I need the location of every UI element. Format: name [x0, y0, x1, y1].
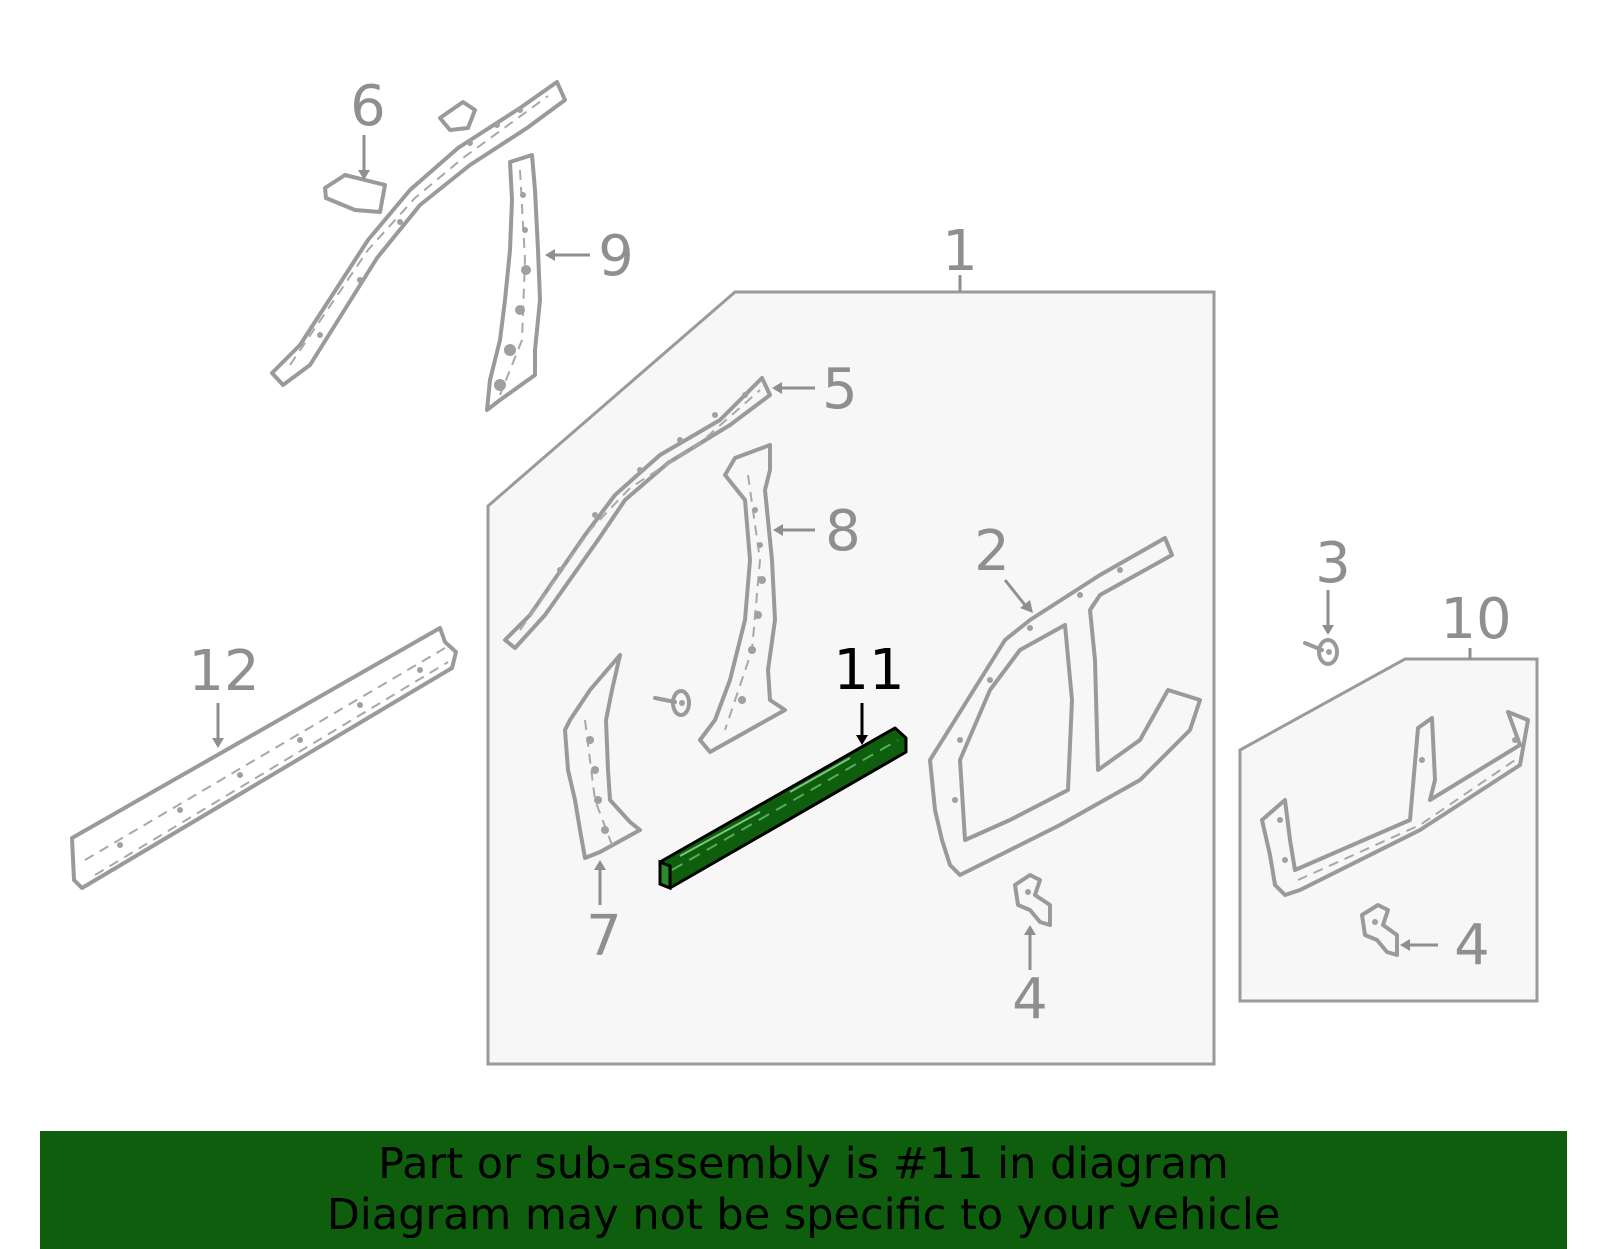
callout-4-b: 4: [1454, 913, 1490, 978]
part-8-b-pillar-inner[interactable]: [698, 443, 787, 754]
part-2-body-side-outer[interactable]: [928, 536, 1202, 877]
leader-lines: [212, 135, 1438, 970]
info-banner: Part or sub-assembly is #11 in diagram D…: [40, 1131, 1567, 1249]
callout-9: 9: [598, 224, 634, 289]
callout-3: 3: [1315, 531, 1351, 596]
banner-line-1: Part or sub-assembly is #11 in diagram: [378, 1139, 1229, 1189]
part-11-rocker-highlighted[interactable]: [658, 726, 908, 891]
part-9-pillar-reinforcement[interactable]: [485, 153, 542, 412]
callout-4-a: 4: [1012, 967, 1048, 1032]
callout-1: 1: [942, 219, 978, 284]
part-7-hinge-pillar[interactable]: [563, 653, 642, 860]
callout-6: 6: [350, 74, 386, 139]
callout-2: 2: [974, 519, 1010, 584]
part-10-body-side-lower[interactable]: [1260, 710, 1530, 897]
callout-7: 7: [586, 904, 622, 969]
callout-10: 10: [1440, 587, 1511, 652]
callout-11-highlighted: 11: [833, 638, 904, 703]
part-12-floor-side-member[interactable]: [70, 626, 458, 890]
banner-line-2: Diagram may not be specific to your vehi…: [326, 1190, 1281, 1240]
part-5-roof-rail-inner[interactable]: [503, 376, 772, 650]
part-3-bolt[interactable]: [1303, 638, 1339, 666]
part-4-bracket-b[interactable]: [1360, 903, 1399, 957]
callout-12: 12: [188, 639, 259, 704]
bolt-part-8[interactable]: [653, 689, 691, 717]
part-6-a-pillar-rail[interactable]: [270, 80, 567, 387]
callout-5: 5: [822, 357, 858, 422]
callout-8: 8: [825, 499, 861, 564]
part-4-bracket-a[interactable]: [1013, 873, 1052, 927]
